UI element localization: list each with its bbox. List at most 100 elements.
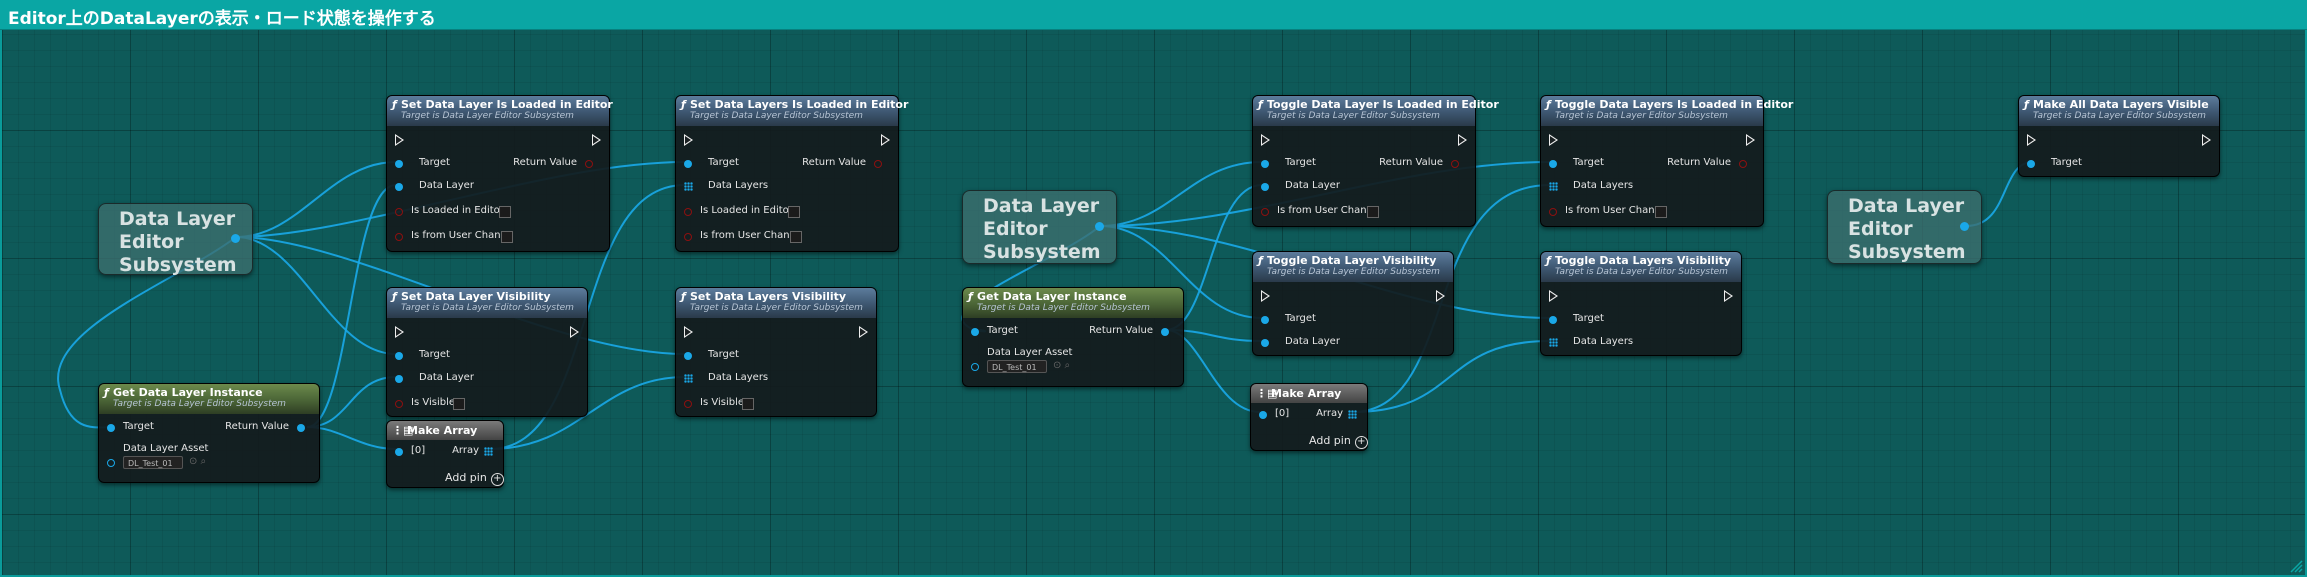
node-header[interactable]: ⋮▤ Make Array xyxy=(387,421,503,440)
get-data-layer-instance-node[interactable]: ƒ Get Data Layer Instance Target is Data… xyxy=(962,287,1184,387)
target-pin[interactable] xyxy=(684,160,692,168)
set-data-layer-loaded-node[interactable]: ƒ Set Data Layer Is Loaded in Editor Tar… xyxy=(386,95,613,252)
node-header[interactable]: ƒ Get Data Layer Instance Target is Data… xyxy=(963,288,1183,318)
output-pin[interactable] xyxy=(1095,222,1104,231)
return-pin[interactable] xyxy=(1161,328,1169,336)
checkbox[interactable] xyxy=(790,231,802,243)
bool-pin[interactable] xyxy=(1261,208,1269,216)
exec-out-pin[interactable] xyxy=(592,134,601,146)
toggle-data-layer-loaded-node[interactable]: ƒ Toggle Data Layer Is Loaded in Editor … xyxy=(1252,95,1499,227)
exec-in-pin[interactable] xyxy=(1549,290,1558,302)
asset-dropdown[interactable]: DL_Test_01 xyxy=(987,360,1047,373)
exec-in-pin[interactable] xyxy=(395,326,404,338)
exec-out-pin[interactable] xyxy=(1746,134,1755,146)
data-layer-pin[interactable] xyxy=(1261,339,1269,347)
node-header[interactable]: ƒ Set Data Layer Is Loaded in Editor Tar… xyxy=(387,96,613,126)
array-element-pin[interactable] xyxy=(1259,411,1267,419)
make-array-node[interactable]: ⋮▤ Make Array [0] Array Add pin+ xyxy=(1250,383,1368,451)
node-header[interactable]: ƒ Set Data Layer Visibility Target is Da… xyxy=(387,288,587,318)
toggle-data-layer-visibility-node[interactable]: ƒ Toggle Data Layer Visibility Target is… xyxy=(1252,251,1454,356)
target-pin[interactable] xyxy=(2027,160,2035,168)
target-pin[interactable] xyxy=(395,160,403,168)
exec-in-pin[interactable] xyxy=(684,326,693,338)
target-pin[interactable] xyxy=(107,424,115,432)
bool-pin[interactable] xyxy=(395,208,403,216)
exec-out-pin[interactable] xyxy=(1724,290,1733,302)
bool-pin[interactable] xyxy=(684,400,692,408)
make-all-data-layers-visible-node[interactable]: ƒ Make All Data Layers Visible Target is… xyxy=(2018,95,2220,177)
checkbox[interactable] xyxy=(499,206,511,218)
target-pin[interactable] xyxy=(1549,316,1557,324)
node-header[interactable]: ƒ Toggle Data Layer Is Loaded in Editor … xyxy=(1253,96,1499,126)
checkbox[interactable] xyxy=(501,231,513,243)
exec-out-pin[interactable] xyxy=(1458,134,1467,146)
output-pin[interactable] xyxy=(231,234,240,243)
target-pin[interactable] xyxy=(1549,160,1557,168)
return-pin[interactable] xyxy=(297,424,305,432)
set-data-layer-visibility-node[interactable]: ƒ Set Data Layer Visibility Target is Da… xyxy=(386,287,588,417)
set-data-layers-visibility-node[interactable]: ƒ Set Data Layers Visibility Target is D… xyxy=(675,287,877,417)
return-pin[interactable] xyxy=(1739,160,1747,168)
toggle-data-layers-loaded-node[interactable]: ƒ Toggle Data Layers Is Loaded in Editor… xyxy=(1540,95,1793,227)
bool-pin[interactable] xyxy=(395,400,403,408)
exec-in-pin[interactable] xyxy=(1261,290,1270,302)
target-pin[interactable] xyxy=(971,328,979,336)
checkbox[interactable] xyxy=(1367,206,1379,218)
asset-browse-icon[interactable]: ⊙ ⌕ xyxy=(1053,360,1071,371)
exec-out-pin[interactable] xyxy=(859,326,868,338)
exec-in-pin[interactable] xyxy=(2027,134,2036,146)
array-pin[interactable] xyxy=(684,374,693,383)
target-pin[interactable] xyxy=(1261,160,1269,168)
node-header[interactable]: ƒ Toggle Data Layers Is Loaded in Editor… xyxy=(1541,96,1793,126)
node-header[interactable]: ƒ Get Data Layer Instance Target is Data… xyxy=(99,384,319,414)
node-header[interactable]: ƒ Make All Data Layers Visible Target is… xyxy=(2019,96,2219,126)
asset-dropdown[interactable]: DL_Test_01 xyxy=(123,456,183,469)
bool-pin[interactable] xyxy=(684,233,692,241)
asset-pin[interactable] xyxy=(971,363,979,371)
exec-in-pin[interactable] xyxy=(1261,134,1270,146)
exec-in-pin[interactable] xyxy=(684,134,693,146)
node-header[interactable]: ƒ Set Data Layers Visibility Target is D… xyxy=(676,288,876,318)
target-pin[interactable] xyxy=(1261,316,1269,324)
array-out-pin[interactable] xyxy=(484,447,493,456)
node-header[interactable]: ƒ Toggle Data Layers Visibility Target i… xyxy=(1541,252,1741,282)
add-pin-button[interactable]: Add pin+ xyxy=(445,471,504,486)
node-header[interactable]: ƒ Toggle Data Layer Visibility Target is… xyxy=(1253,252,1453,282)
add-pin-button[interactable]: Add pin+ xyxy=(1309,434,1368,449)
return-pin[interactable] xyxy=(874,160,882,168)
exec-out-pin[interactable] xyxy=(570,326,579,338)
checkbox[interactable] xyxy=(742,398,754,410)
set-data-layers-loaded-node[interactable]: ƒ Set Data Layers Is Loaded in Editor Ta… xyxy=(675,95,908,252)
exec-out-pin[interactable] xyxy=(2202,134,2211,146)
toggle-data-layers-visibility-node[interactable]: ƒ Toggle Data Layers Visibility Target i… xyxy=(1540,251,1742,356)
array-element-pin[interactable] xyxy=(395,448,403,456)
output-pin[interactable] xyxy=(1960,222,1969,231)
exec-in-pin[interactable] xyxy=(395,134,404,146)
comment-box-header[interactable]: Editor上のDataLayerの表示・ロード状態を操作する xyxy=(0,0,2307,30)
target-pin[interactable] xyxy=(395,352,403,360)
exec-out-pin[interactable] xyxy=(1436,290,1445,302)
checkbox[interactable] xyxy=(788,206,800,218)
node-header[interactable]: ƒ Set Data Layers Is Loaded in Editor Ta… xyxy=(676,96,908,126)
array-pin[interactable] xyxy=(1549,182,1558,191)
asset-browse-icon[interactable]: ⊙ ⌕ xyxy=(189,456,207,467)
checkbox[interactable] xyxy=(1655,206,1667,218)
bool-pin[interactable] xyxy=(395,233,403,241)
target-pin[interactable] xyxy=(684,352,692,360)
array-pin[interactable] xyxy=(684,182,693,191)
get-data-layer-instance-node[interactable]: ƒ Get Data Layer Instance Target is Data… xyxy=(98,383,320,483)
data-layer-pin[interactable] xyxy=(395,375,403,383)
array-pin[interactable] xyxy=(1549,338,1558,347)
bool-pin[interactable] xyxy=(1549,208,1557,216)
return-pin[interactable] xyxy=(585,160,593,168)
resize-grip-icon[interactable] xyxy=(2289,559,2303,573)
node-header[interactable]: ⋮▤ Make Array xyxy=(1251,384,1367,403)
data-layer-pin[interactable] xyxy=(1261,183,1269,191)
exec-in-pin[interactable] xyxy=(1549,134,1558,146)
make-array-node[interactable]: ⋮▤ Make Array [0] Array Add pin+ xyxy=(386,420,504,488)
array-out-pin[interactable] xyxy=(1348,410,1357,419)
data-layer-pin[interactable] xyxy=(395,183,403,191)
